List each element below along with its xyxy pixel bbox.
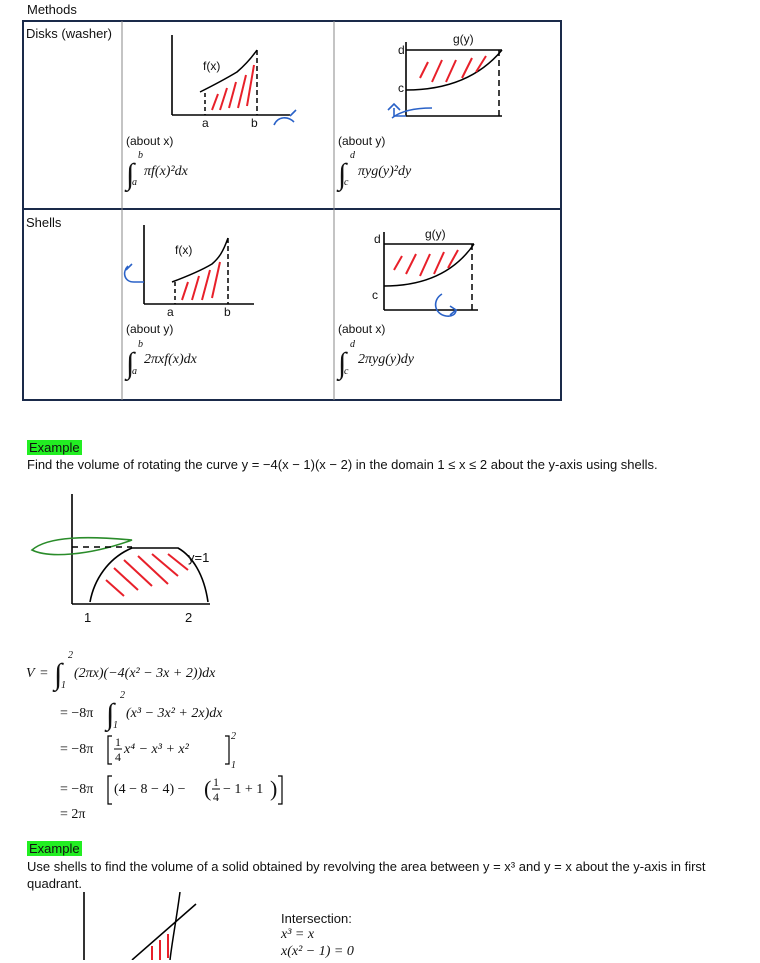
rotation-arrow-icon (434, 293, 458, 317)
example1-label: Example (27, 440, 82, 455)
disk-x-integrand: πf(x)²dx (144, 164, 189, 179)
example1-x1-label: 1 (84, 610, 92, 625)
example2-graph-svg (83, 891, 197, 961)
shell-y-integrand: 2πxf(x)dx (144, 352, 198, 367)
rotation-arrow-icon (273, 109, 297, 126)
methods-table-svg: f(x) a b (about x) ∫ b a πf(x)²dx g(y) d… (22, 20, 562, 401)
example1-graph-svg (30, 494, 210, 605)
example1-highlight: Example (27, 440, 82, 455)
line3-upper-limit: 2 (231, 731, 236, 742)
shell-y-upper: b (138, 339, 143, 350)
rotation-arrow-icon (123, 263, 144, 283)
example1-y-label: y=1 (188, 550, 210, 565)
shell-x-integrand: 2πyg(y)dy (358, 352, 415, 367)
integral-sign: ∫ (336, 158, 348, 193)
shell-about-y-label: (about y) (126, 322, 173, 336)
row-label-shells: Shells (26, 215, 62, 230)
intersection-title: Intersection: (281, 911, 352, 926)
shell-fx-label: f(x) (175, 243, 192, 257)
line4-prefix: = −8π (60, 782, 93, 797)
disk-about-y-label: (about y) (338, 134, 385, 148)
integral-sign: ∫ (124, 347, 136, 382)
methods-heading: Methods (27, 2, 77, 17)
example1-solution-svg: V = ∫ 2 1 (2πx)(−4(x² − 3x + 2))dx = −8π… (26, 650, 283, 822)
methods-table: f(x) a b (about x) ∫ b a πf(x)²dx g(y) d… (22, 20, 562, 401)
line1-integrand: (2πx)(−4(x² − 3x + 2))dx (74, 666, 216, 681)
line4-second-group: − 1 + 1 (223, 782, 263, 797)
example2-highlight: Example (27, 841, 82, 856)
example1-x2-label: 2 (185, 610, 193, 625)
volume-symbol: V (26, 666, 36, 681)
shell-gy-label: g(y) (425, 227, 446, 241)
disk-y-lower: c (344, 177, 349, 188)
line4-frac-num: 1 (213, 775, 219, 789)
revolved-leaf-shape (30, 536, 133, 556)
shell-x-lower: c (344, 366, 349, 377)
disk-x-lower: a (132, 177, 137, 188)
integral-sign: ∫ (52, 658, 64, 693)
shell-x-upper: d (350, 339, 356, 350)
disk-y-upper: d (350, 150, 356, 161)
intersection-eq1: x³ = x (281, 927, 315, 942)
left-paren: ( (204, 776, 211, 801)
disk-a-label: a (202, 116, 209, 130)
example1-statement: Find the volume of rotating the curve y … (27, 457, 658, 472)
disk-d-label: d (398, 43, 405, 57)
disk-gy-label: g(y) (453, 32, 474, 46)
line4-frac-den: 4 (213, 790, 219, 804)
line3-terms: x⁴ − x³ + x² (123, 742, 190, 757)
shell-about-y-diagram (123, 225, 254, 305)
right-paren: ) (270, 776, 277, 801)
line2-integrand: (x³ − 3x² + 2x)dx (126, 706, 223, 721)
disk-b-label: b (251, 116, 258, 130)
integral-sign: ∫ (124, 158, 136, 193)
example2-label: Example (27, 841, 82, 856)
shell-y-lower: a (132, 366, 137, 377)
example1-graph (28, 490, 228, 633)
line3-frac-num: 1 (115, 735, 121, 749)
disk-about-x-label: (about x) (126, 134, 173, 148)
example2-graph (80, 891, 210, 963)
shell-about-x-label: (about x) (338, 322, 385, 336)
disk-about-y-diagram (387, 42, 503, 119)
line1-lower-limit: 1 (61, 680, 66, 691)
shell-about-x-diagram (383, 232, 478, 317)
shell-b-label: b (224, 305, 231, 319)
row-label-disks: Disks (washer) (26, 26, 112, 41)
line3-prefix: = −8π (60, 742, 93, 757)
integral-sign: ∫ (336, 347, 348, 382)
line4-first-group: (4 − 8 − 4) − (114, 782, 186, 797)
line5-result: = 2π (60, 807, 85, 822)
line2-upper-limit: 2 (120, 690, 125, 701)
integral-sign: ∫ (104, 698, 116, 733)
disk-fx-label: f(x) (203, 59, 220, 73)
example1-solution: V = ∫ 2 1 (2πx)(−4(x² − 3x + 2))dx = −8π… (20, 640, 320, 825)
line1-upper-limit: 2 (68, 650, 73, 661)
shell-a-label: a (167, 305, 174, 319)
line2-prefix: = −8π (60, 706, 93, 721)
line2-lower-limit: 1 (113, 720, 118, 731)
disk-about-x-diagram (171, 35, 297, 126)
line3-lower-limit: 1 (231, 760, 236, 771)
table-border (22, 20, 562, 401)
shell-c-label: c (372, 288, 378, 302)
disk-c-label: c (398, 81, 404, 95)
disk-x-upper: b (138, 150, 143, 161)
shell-d-label: d (374, 232, 381, 246)
intersection-eq2: x(x² − 1) = 0 (281, 944, 354, 959)
disk-y-integrand: πyg(y)²dy (358, 164, 412, 179)
line3-frac-den: 4 (115, 750, 121, 764)
equals-sign: = (40, 666, 48, 681)
example2-statement: Use shells to find the volume of a solid… (27, 859, 706, 891)
